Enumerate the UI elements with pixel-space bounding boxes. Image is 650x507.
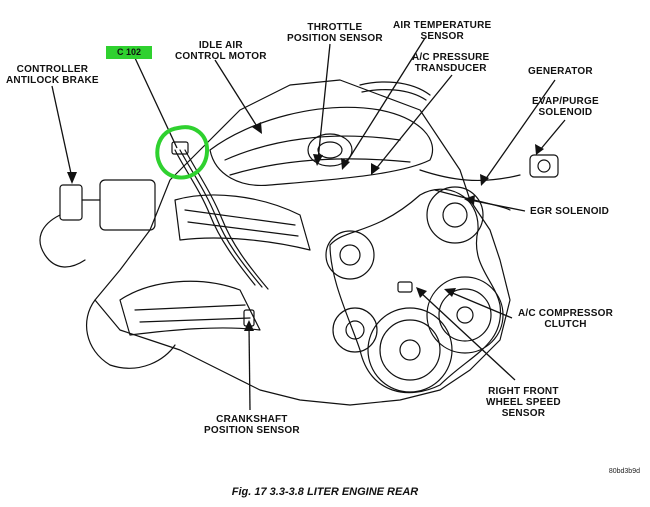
engine-block-outline xyxy=(94,79,511,406)
c102-highlight-circle xyxy=(155,125,210,180)
label-crankshaft-position-sensor: CRANKSHAFT POSITION SENSOR xyxy=(204,414,300,436)
label-throttle-position-sensor: THROTTLE POSITION SENSOR xyxy=(287,22,383,44)
abs-module xyxy=(99,179,156,231)
c102-tag: C 102 xyxy=(106,46,152,59)
exhaust-manifold xyxy=(119,280,261,336)
label-idle-air-control-motor: IDLE AIR CONTROL MOTOR xyxy=(175,40,267,62)
tensioner-pulley xyxy=(332,307,378,353)
label-ac-pressure-transducer: A/C PRESSURE TRANSDUCER xyxy=(412,52,490,74)
label-air-temperature-sensor: AIR TEMPERATURE SENSOR xyxy=(393,20,492,42)
wheel-speed-connector xyxy=(397,281,413,293)
figure-caption: Fig. 17 3.3-3.8 LITER ENGINE REAR xyxy=(231,486,419,498)
drive-belt xyxy=(329,188,502,394)
valve-cover xyxy=(174,194,311,251)
label-generator: GENERATOR xyxy=(528,66,593,77)
generator-body xyxy=(426,186,484,244)
evap-solenoid-body xyxy=(529,154,559,178)
c102-connector xyxy=(171,141,189,155)
bell-housing xyxy=(86,299,176,369)
label-right-front-wheel-speed-sensor: RIGHT FRONT WHEEL SPEED SENSOR xyxy=(486,386,561,419)
label-evap-purge-solenoid: EVAP/PURGE SOLENOID xyxy=(532,96,599,118)
wiring-harness xyxy=(174,149,256,286)
throttle-body xyxy=(307,133,353,167)
label-egr-solenoid: EGR SOLENOID xyxy=(530,206,610,217)
crank-pulley xyxy=(367,307,453,393)
intake-plenum xyxy=(209,106,434,187)
idler-pulley xyxy=(325,230,375,280)
label-ac-compressor-clutch: A/C COMPRESSOR CLUTCH xyxy=(518,308,614,330)
ac-compressor-pulley xyxy=(426,276,504,354)
label-controller-antilock-brake: CONTROLLER ANTILOCK BRAKE xyxy=(6,64,99,86)
reference-code: 80bd3b9d xyxy=(608,468,640,475)
